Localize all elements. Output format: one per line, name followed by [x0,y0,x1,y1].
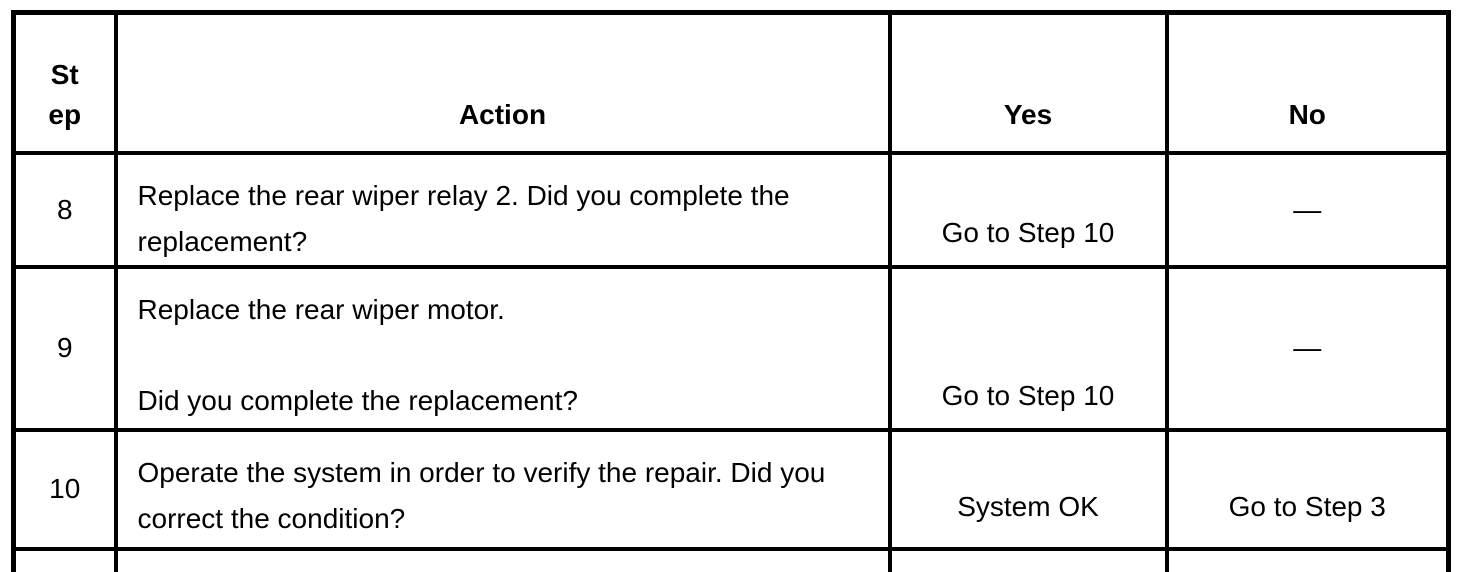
yes-cell: Go to Step 10 [887,150,1169,269]
action-column-header: Action [113,10,892,155]
yes-cell: Go to Step 10 [887,264,1169,432]
action-text: Replace the rear wiper motor. [137,293,505,325]
yes-column-header: Yes [887,10,1169,155]
action-text: Did you complete the replacement? [137,384,578,416]
no-cell: Go to Step 3 [1164,427,1451,551]
yes-cell [887,546,1169,572]
step-cell: 8 [11,150,118,269]
step-header-line1: St [50,58,79,90]
step-cell: 10 [11,427,118,551]
action-text: Operate the system in order to verify th… [137,456,826,534]
diagnostic-table: St ep Action Yes No 8 Replace the rear w… [11,10,1451,572]
action-cell: Replace the rear wiper relay 2. Did you … [113,150,892,269]
yes-cell: System OK [887,427,1169,551]
no-cell: — [1164,150,1451,269]
step-cell: 9 [11,264,118,432]
table-row-step-10: 10 Operate the system in order to verify… [11,427,1451,551]
action-cell [113,546,892,572]
no-column-header: No [1164,10,1451,155]
no-cell: — [1164,264,1451,432]
no-cell [1164,546,1451,572]
step-column-header: St ep [11,10,118,155]
action-text: Replace the rear wiper relay 2. Did you … [137,179,790,257]
step-cell [11,546,118,572]
action-cell: Operate the system in order to verify th… [113,427,892,551]
table-row-step-8: 8 Replace the rear wiper relay 2. Did yo… [11,150,1451,269]
table-header-row: St ep Action Yes No [11,10,1451,155]
table-row-partial [11,546,1451,572]
table-row-step-9: 9 Replace the rear wiper motor. Did you … [11,264,1451,432]
step-header-line2: ep [48,98,82,130]
action-cell: Replace the rear wiper motor. Did you co… [113,264,892,432]
